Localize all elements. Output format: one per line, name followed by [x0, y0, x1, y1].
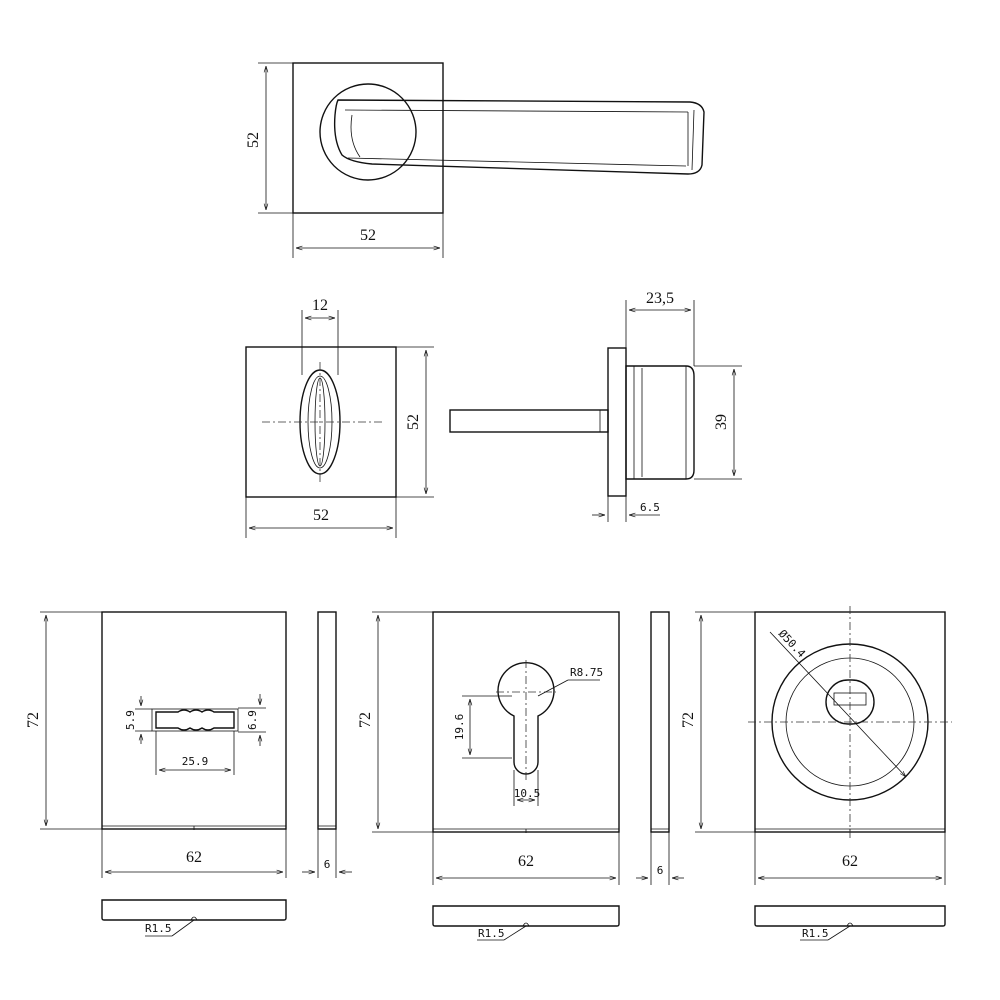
knob-body-side	[625, 365, 695, 480]
round-edge-radius-dim: R1.5	[802, 927, 829, 940]
turn-rosette-square	[245, 346, 397, 498]
cylinder-plate-side	[650, 611, 670, 833]
cylinder-radius-dim: R8.75	[570, 666, 603, 679]
key-plate-height-dim: 72	[25, 712, 42, 728]
rosette-circle	[319, 83, 417, 181]
key-plate-side	[317, 611, 337, 830]
cylinder-plate-edge	[432, 905, 620, 927]
lever-outline	[333, 99, 705, 175]
key-escutcheon-view: 5.9 6.9 25.9 72 62 6 R1.5	[25, 611, 352, 937]
slot-width-dim: 25.9	[182, 755, 209, 768]
side-plate	[607, 347, 627, 497]
slot-height-right-dim: 6.9	[246, 710, 259, 730]
cylinder-escutcheon-view: R8.75 19.6 10.5 72 62 6 R1.5	[357, 611, 684, 941]
cylinder-hole	[497, 662, 555, 775]
spindle	[449, 409, 609, 433]
cylinder-edge-radius-dim: R1.5	[478, 927, 505, 940]
cylinder-hole-width-dim: 10.5	[514, 787, 541, 800]
key-slot	[155, 709, 235, 731]
lever-inner-lines	[344, 109, 695, 171]
handle-height-dim: 52	[245, 132, 262, 148]
slot-height-left-dim: 5.9	[124, 710, 137, 730]
cylinder-plate-width-dim: 62	[518, 853, 534, 870]
key-plate-thickness-dim: 6	[324, 858, 331, 871]
key-plate-edge	[101, 899, 287, 921]
cylinder-plate-thickness-dim: 6	[657, 864, 664, 877]
side-height-dim: 39	[713, 414, 730, 430]
plate-thickness-dim: 6.5	[640, 501, 660, 514]
cylinder-hole-height-dim: 19.6	[453, 714, 466, 741]
key-radius-dim: R1.5	[145, 922, 172, 935]
round-plate-width-dim: 62	[842, 853, 858, 870]
turn-height-dim: 52	[405, 414, 422, 430]
key-plate-width-dim: 62	[186, 849, 202, 866]
slot-width-dim: 12	[312, 297, 328, 314]
round-plate-height-dim: 72	[680, 712, 697, 728]
depth-dim: 23,5	[646, 290, 674, 307]
turn-side-view: 23,5 39 6.5	[449, 290, 742, 522]
round-rosette-view: Ø50.4 72 62 R1.5	[680, 606, 952, 941]
turn-knob-front-view: 12 52 52	[245, 297, 434, 538]
cylinder-plate-height-dim: 72	[357, 712, 374, 728]
lever-handle-view: 52 52	[245, 62, 705, 258]
rosette-square	[292, 62, 444, 214]
handle-width-dim: 52	[360, 227, 376, 244]
round-plate-edge	[754, 905, 946, 927]
turn-width-dim: 52	[313, 507, 329, 524]
